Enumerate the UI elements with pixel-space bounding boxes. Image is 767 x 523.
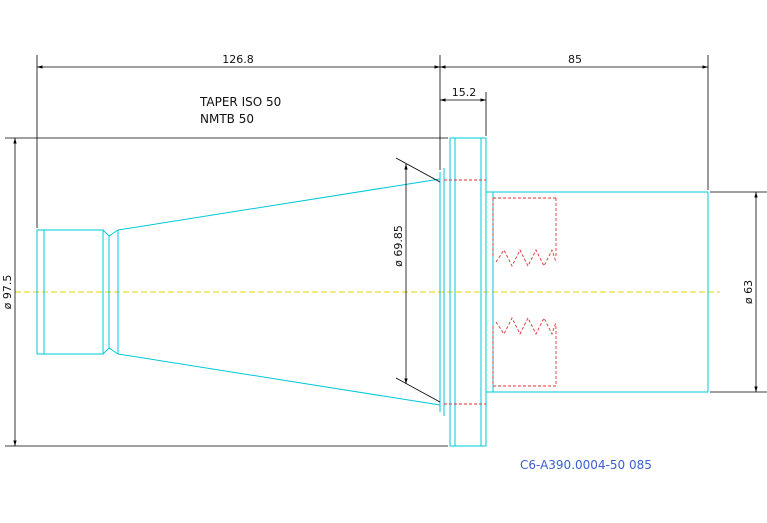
taper-upper-edge bbox=[117, 178, 441, 231]
dim-overall-right: 85 bbox=[568, 53, 582, 66]
dim-left-diameter: ø 97.5 bbox=[1, 275, 14, 310]
dim-taper-diameter: ø 69.85 bbox=[392, 225, 405, 267]
dim-right-diameter: ø 63 bbox=[742, 280, 755, 304]
note-nmtb: NMTB 50 bbox=[200, 112, 254, 126]
note-taper: TAPER ISO 50 bbox=[199, 95, 281, 109]
shank bbox=[485, 191, 709, 393]
taper-lower-edge bbox=[117, 353, 441, 406]
internal-thread bbox=[444, 179, 557, 405]
tool-body bbox=[36, 137, 709, 447]
pull-stud bbox=[36, 229, 104, 355]
dim-flange: 15.2 bbox=[452, 86, 477, 99]
part-number: C6-A390.0004-50 085 bbox=[520, 458, 652, 472]
dimension-lines bbox=[5, 55, 767, 447]
dim-overall-left: 126.8 bbox=[222, 53, 254, 66]
